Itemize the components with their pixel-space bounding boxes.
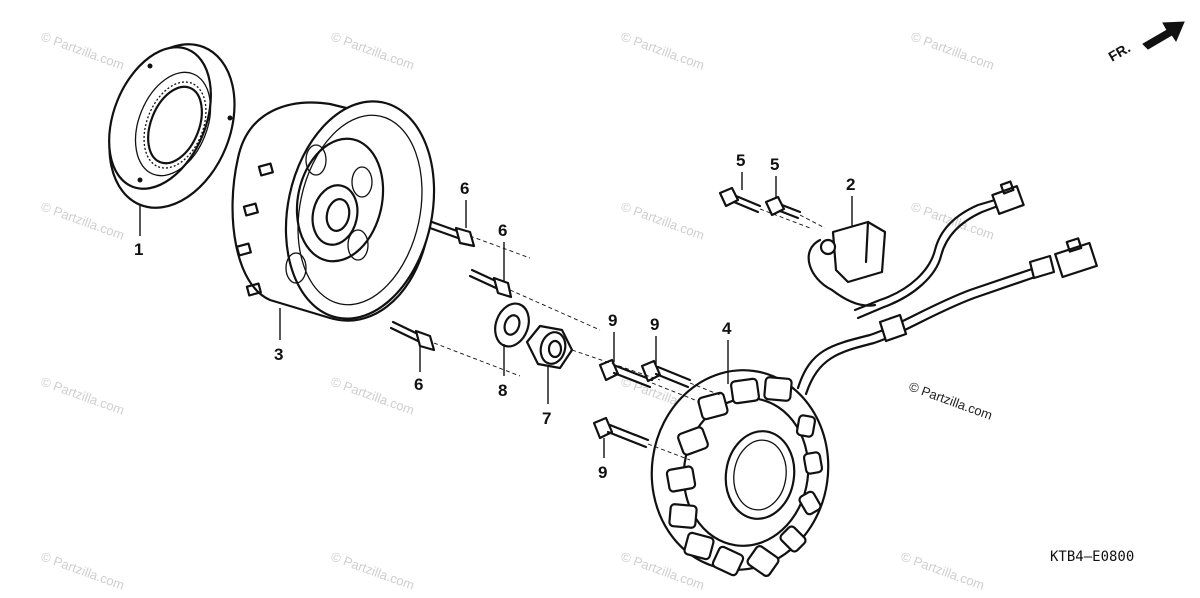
watermark: © Partzilla.com: [39, 29, 126, 73]
copyright-text: © Partzilla.com: [907, 379, 994, 423]
watermark: © Partzilla.com: [39, 199, 126, 243]
callout-6-b: 6: [498, 221, 507, 240]
watermark: © Partzilla.com: [909, 29, 996, 73]
callout-2: 2: [846, 175, 855, 194]
callouts: 1 3 6 6 6 8 7 5 5 2 4 9 9 9: [134, 151, 855, 482]
watermark: © Partzilla.com: [329, 549, 416, 593]
part-9-bolt-b: [640, 359, 692, 389]
callout-6-c: 6: [414, 375, 423, 394]
watermark: © Partzilla.com: [39, 549, 126, 593]
part-2-pulse-generator: [807, 180, 1025, 320]
part-3-flywheel: [231, 100, 436, 322]
part-7-nut: [525, 324, 574, 370]
front-arrow-icon: [1142, 21, 1185, 50]
watermark: © Partzilla.com: [899, 549, 986, 593]
part-9-bolt-a: [598, 358, 654, 389]
callout-7: 7: [542, 409, 551, 428]
callout-1: 1: [134, 240, 143, 259]
callout-6-a: 6: [460, 179, 469, 198]
callout-9-c: 9: [598, 463, 607, 482]
watermark: © Partzilla.com: [329, 374, 416, 418]
part-6-bolt-c: [389, 320, 436, 352]
part-1-starter-clutch: [108, 43, 236, 209]
callout-5-a: 5: [736, 151, 745, 170]
callout-4: 4: [722, 319, 732, 338]
callout-5-b: 5: [770, 155, 779, 174]
part-9-bolt-c: [592, 416, 650, 449]
diagram-code: KTB4–E0800: [1050, 549, 1134, 565]
part-6-bolt-b: [468, 268, 513, 299]
part-8-washer: [494, 302, 530, 348]
watermark: © Partzilla.com: [329, 29, 416, 73]
watermark: © Partzilla.com: [619, 29, 706, 73]
watermark: © Partzilla.com: [619, 199, 706, 243]
callout-9-a: 9: [608, 311, 617, 330]
callout-8: 8: [498, 381, 507, 400]
part-5-bolt-b: [764, 195, 802, 220]
callout-9-b: 9: [650, 315, 659, 334]
watermark: © Partzilla.com: [39, 374, 126, 418]
part-4-stator: [650, 237, 1098, 577]
front-label: FR.: [1106, 39, 1134, 64]
callout-3: 3: [274, 345, 283, 364]
part-6-bolt-a: [428, 220, 476, 248]
front-direction-indicator: FR.: [1106, 21, 1185, 65]
part-5-bolt-a: [718, 186, 762, 214]
assembly-guide-lines: [433, 208, 826, 461]
